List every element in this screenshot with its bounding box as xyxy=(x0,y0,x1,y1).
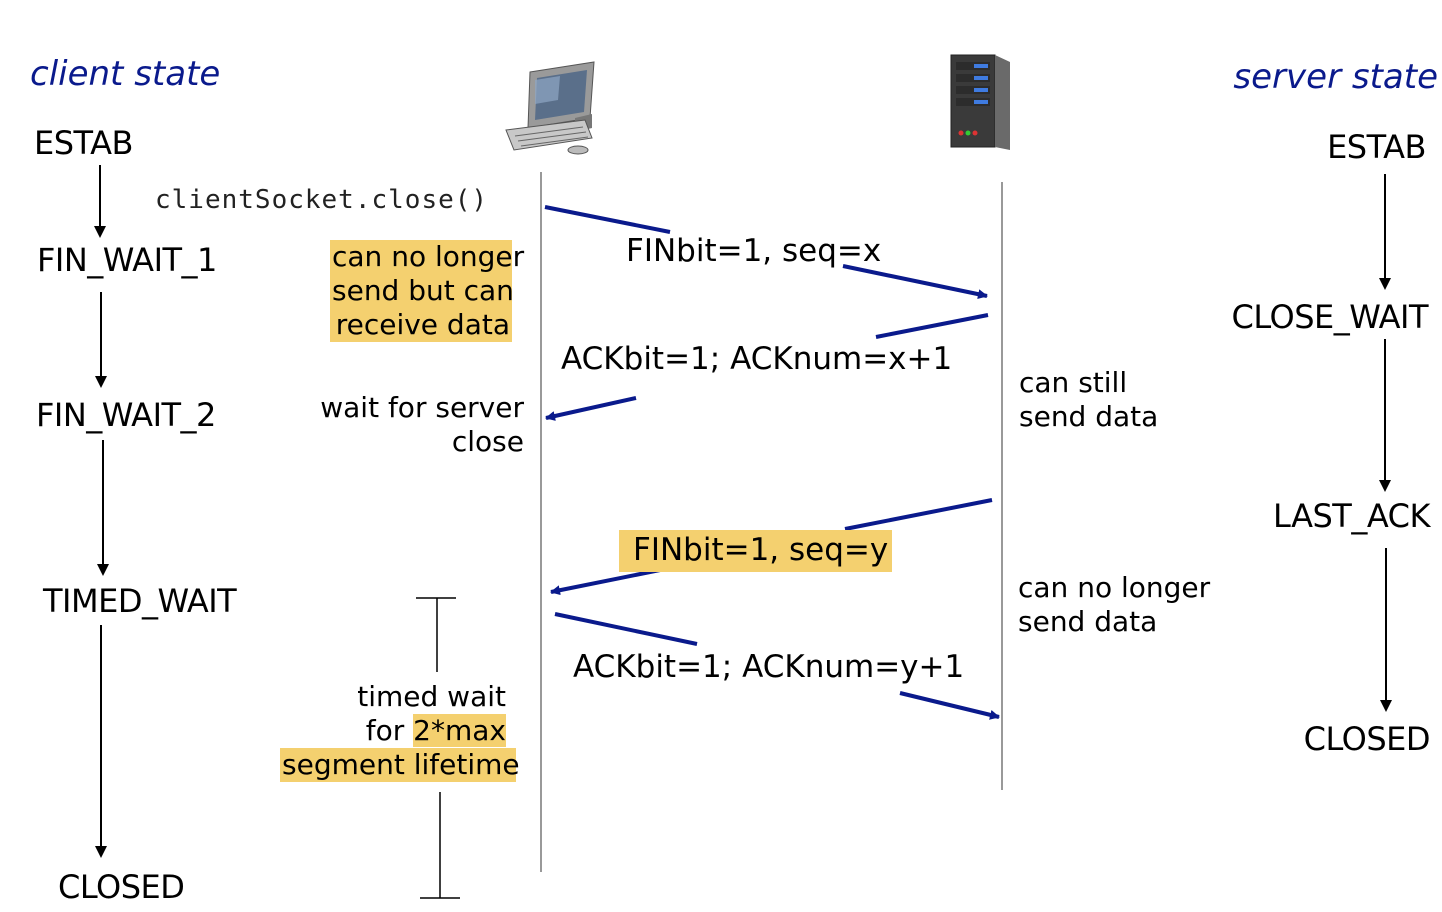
server-can-send-note: can still send data xyxy=(1019,366,1158,434)
ack-server-arrow xyxy=(545,313,989,421)
note-line: send but can xyxy=(332,274,514,307)
ack-client-label: ACKbit=1; ACKnum=y+1 xyxy=(573,649,965,685)
timed-wait-note: timed wait for 2*max segment lifetime xyxy=(280,680,520,782)
note-line: close xyxy=(451,425,524,458)
client-state-estab: ESTAB xyxy=(34,124,133,162)
server-tower-icon xyxy=(950,54,1010,150)
server-state-estab: ESTAB xyxy=(1327,128,1426,166)
close-call-label: clientSocket.close() xyxy=(155,185,489,215)
note-line: can no longer xyxy=(1018,571,1211,604)
server-cannot-send-note: can no longer send data xyxy=(1018,571,1210,639)
wait-server-note: wait for server close xyxy=(300,391,524,459)
note-line: segment lifetime xyxy=(280,748,520,782)
note-line: can no longer xyxy=(332,240,525,273)
note-highlight: 2*max xyxy=(413,714,506,747)
note-fragment: for xyxy=(365,714,414,747)
fin-client-label: FINbit=1, seq=x xyxy=(626,233,882,269)
ack-client-arrow xyxy=(554,612,1000,720)
client-state-header: client state xyxy=(30,54,221,94)
server-state-last-ack: LAST_ACK xyxy=(1273,497,1430,535)
note-line: wait for server xyxy=(320,391,524,424)
desktop-computer-icon xyxy=(505,61,595,155)
server-state-header: server state xyxy=(1233,57,1438,97)
client-state-timed-wait: TIMED_WAIT xyxy=(43,582,237,620)
ack-server-label: ACKbit=1; ACKnum=x+1 xyxy=(561,341,953,377)
note-line: timed wait xyxy=(357,680,506,713)
note-line: receive data xyxy=(335,308,510,341)
client-state-closed: CLOSED xyxy=(58,868,185,906)
note-line: can still xyxy=(1019,366,1128,399)
client-state-fin-wait-1: FIN_WAIT_1 xyxy=(37,241,217,279)
client-half-close-note: can no longer send but can receive data xyxy=(330,240,525,342)
client-state-fin-wait-2: FIN_WAIT_2 xyxy=(36,396,216,434)
timed-wait-bracket xyxy=(416,597,460,899)
note-line: send data xyxy=(1019,400,1159,433)
note-line: send data xyxy=(1018,605,1158,638)
server-state-closed: CLOSED xyxy=(1303,720,1431,758)
server-state-close-wait: CLOSE_WAIT xyxy=(1231,298,1428,336)
fin-server-label: FINbit=1, seq=y xyxy=(619,530,893,572)
fin-client-arrow xyxy=(544,205,988,300)
